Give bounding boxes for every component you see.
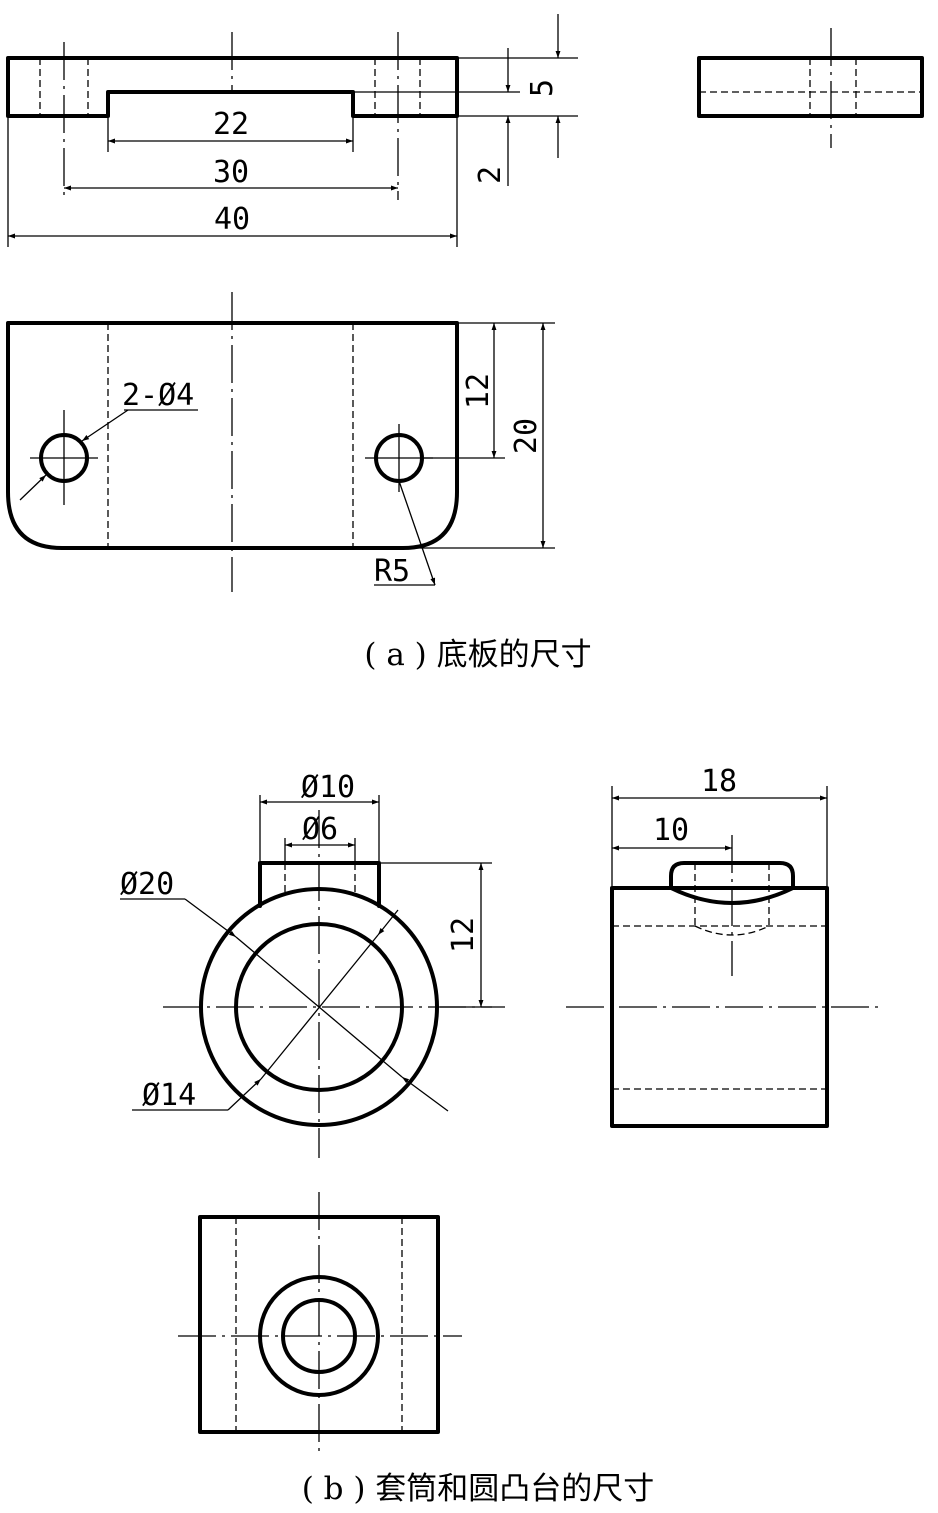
base-plate-side-view	[697, 28, 924, 148]
dim-text-12-b: 12	[446, 917, 481, 953]
sleeve-top-view	[178, 1192, 462, 1456]
dim-text-40: 40	[214, 202, 250, 237]
dim-text-dia10: Ø10	[301, 770, 355, 805]
dim-text-dia6: Ø6	[302, 812, 338, 847]
base-plate-front-view: 22 30 40 5 2	[6, 14, 578, 247]
dim-text-2: 2	[473, 166, 508, 184]
sleeve-front-view: Ø20 Ø14 Ø10 Ø6 12	[120, 770, 505, 1158]
dim-text-30: 30	[213, 155, 249, 190]
caption-b: ( b ) 套筒和圆凸台的尺寸	[302, 1471, 655, 1507]
dim-text-22: 22	[213, 107, 249, 142]
sleeve-side-view: 18 10	[566, 764, 882, 1128]
base-plate-top-view: 2-Ø4 R5 12 20	[6, 292, 555, 592]
dim-text-5: 5	[525, 79, 560, 97]
dim-text-radius: R5	[374, 554, 410, 589]
dim-text-dia20: Ø20	[120, 867, 174, 902]
dim-text-20: 20	[509, 418, 544, 454]
dim-text-18: 18	[701, 764, 737, 799]
dim-text-10: 10	[653, 813, 689, 848]
caption-a: ( a ) 底板的尺寸	[364, 637, 591, 673]
dim-text-dia14: Ø14	[142, 1078, 196, 1113]
dim-text-holes: 2-Ø4	[122, 378, 194, 413]
dim-text-12-a: 12	[461, 373, 496, 409]
